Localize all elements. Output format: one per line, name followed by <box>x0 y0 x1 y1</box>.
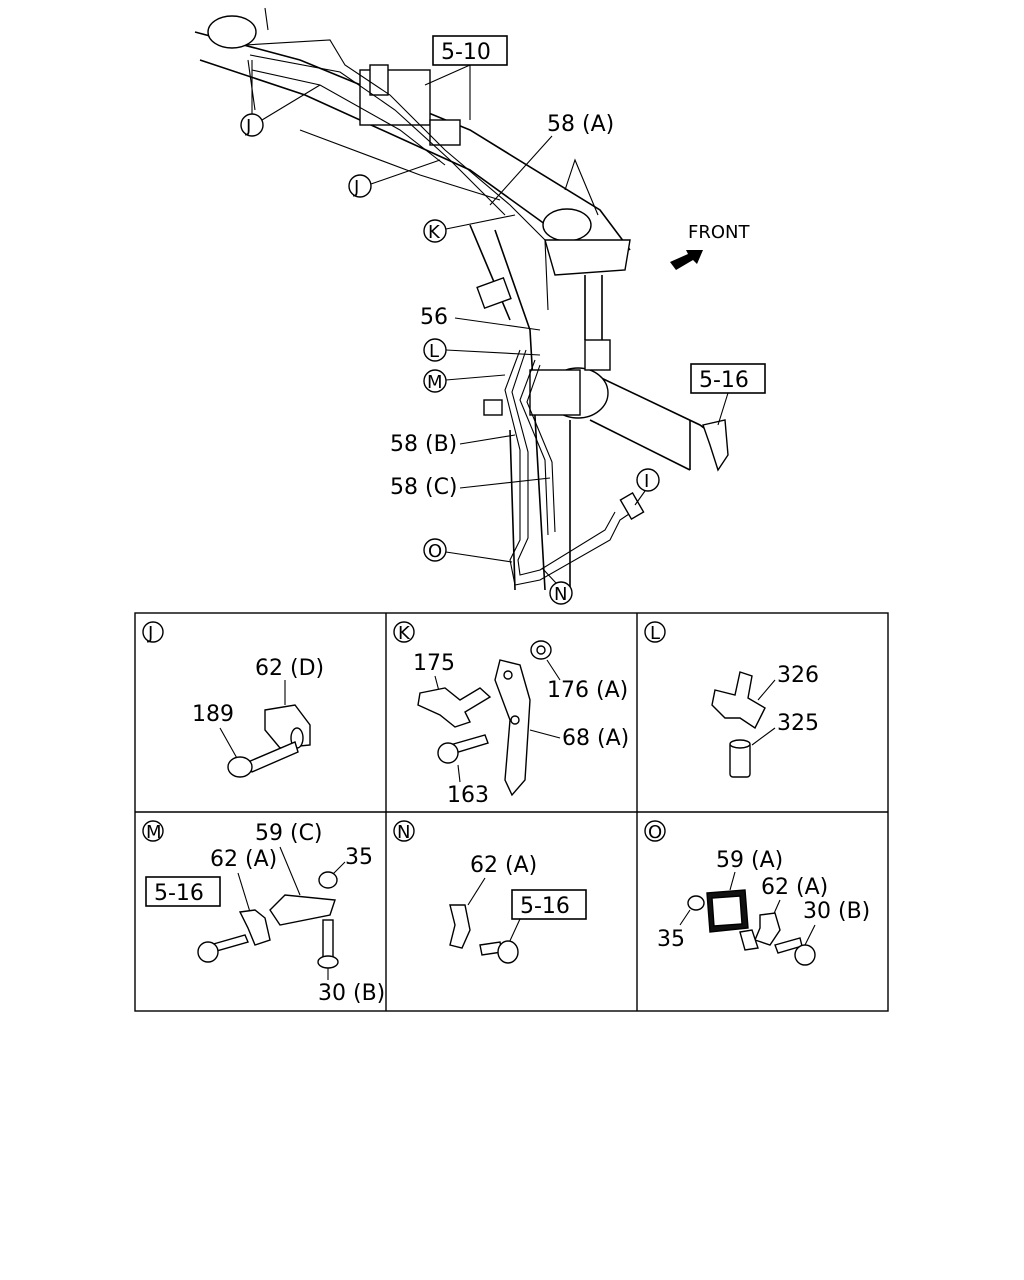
panel-m-label-62a: 62 (A) <box>210 847 277 872</box>
callout-58a: 58 (A) <box>547 112 614 137</box>
detail-panel-o: O 59 (A) 62 (A) 30 (B) 35 <box>644 820 870 966</box>
panel-m-label-35: 35 <box>345 845 373 870</box>
panel-j-letter: J <box>147 623 153 644</box>
detail-panel-k: K 175 176 (A) 68 (A) 163 <box>393 621 629 808</box>
detail-panel-j: J 62 (D) 189 <box>142 621 324 778</box>
callout-letter-n: N <box>541 567 573 605</box>
callout-58b: 58 (B) <box>390 432 457 457</box>
chassis-frame-drawing <box>194 7 729 591</box>
callout-letter-m: M <box>423 369 506 393</box>
panel-j-label-189: 189 <box>192 702 234 727</box>
callout-letter-l: L <box>423 338 541 362</box>
ref-box-5-10-label: 5-10 <box>441 40 491 65</box>
svg-text:5-16: 5-16 <box>520 894 570 919</box>
panel-m-ref-box-5-16[interactable]: 5-16 <box>145 876 221 907</box>
panel-m-letter: M <box>146 822 162 843</box>
panel-l-label-325: 325 <box>777 711 819 736</box>
callout-letter-o: O <box>423 538 513 563</box>
svg-text:5-16: 5-16 <box>154 881 204 906</box>
panel-o-label-30b: 30 (B) <box>803 899 870 924</box>
callout-58c: 58 (C) <box>390 475 458 500</box>
svg-text:K: K <box>428 222 441 243</box>
svg-text:J: J <box>245 116 251 137</box>
panel-k-letter: K <box>398 623 411 644</box>
svg-text:L: L <box>429 341 439 362</box>
detail-panel-l: L 326 325 <box>644 621 819 778</box>
front-label: FRONT <box>688 222 750 243</box>
callout-letter-j-1: J <box>240 60 321 137</box>
letter-callouts[interactable]: J J K L M I O N <box>240 60 660 605</box>
callout-letter-j-2: J <box>348 159 441 198</box>
panel-m-label-59c: 59 (C) <box>255 821 323 846</box>
detail-grid <box>134 612 889 1012</box>
panel-k-label-163: 163 <box>447 783 489 808</box>
svg-text:M: M <box>427 372 443 393</box>
detail-panel-m: M 59 (C) 62 (A) 35 30 (B) 5-16 <box>142 820 385 1006</box>
front-arrow-icon <box>670 250 703 270</box>
detail-panel-n: N 62 (A) 5-16 <box>393 820 587 964</box>
callout-letter-k: K <box>423 214 516 243</box>
svg-text:O: O <box>428 541 442 562</box>
panel-o-letter: O <box>648 822 662 843</box>
front-direction-indicator: FRONT <box>670 222 750 270</box>
panel-o-label-62a: 62 (A) <box>761 875 828 900</box>
callout-56: 56 <box>420 305 448 330</box>
panel-m-label-30b: 30 (B) <box>318 981 385 1006</box>
svg-text:N: N <box>554 584 567 605</box>
panel-n-letter: N <box>397 822 410 843</box>
panel-n-ref-box-5-16[interactable]: 5-16 <box>511 889 587 920</box>
ref-box-5-16[interactable]: 5-16 <box>690 363 766 426</box>
callout-letter-i: I <box>634 468 660 506</box>
callouts: 58 (A) 56 58 (B) 58 (C) <box>390 112 614 500</box>
panel-o-label-59a: 59 (A) <box>716 848 783 873</box>
panel-k-label-68a: 68 (A) <box>562 726 629 751</box>
panel-o-label-35: 35 <box>657 927 685 952</box>
panel-k-label-176a: 176 (A) <box>547 678 628 703</box>
panel-l-label-326: 326 <box>777 663 819 688</box>
svg-text:I: I <box>644 471 649 492</box>
panel-j-label-62d: 62 (D) <box>255 656 324 681</box>
ref-box-5-16-label: 5-16 <box>699 368 749 393</box>
svg-text:J: J <box>353 177 359 198</box>
panel-k-label-175: 175 <box>413 651 455 676</box>
panel-n-label-62a: 62 (A) <box>470 853 537 878</box>
ref-box-5-10[interactable]: 5-10 <box>424 35 508 120</box>
panel-l-letter: L <box>650 623 660 644</box>
